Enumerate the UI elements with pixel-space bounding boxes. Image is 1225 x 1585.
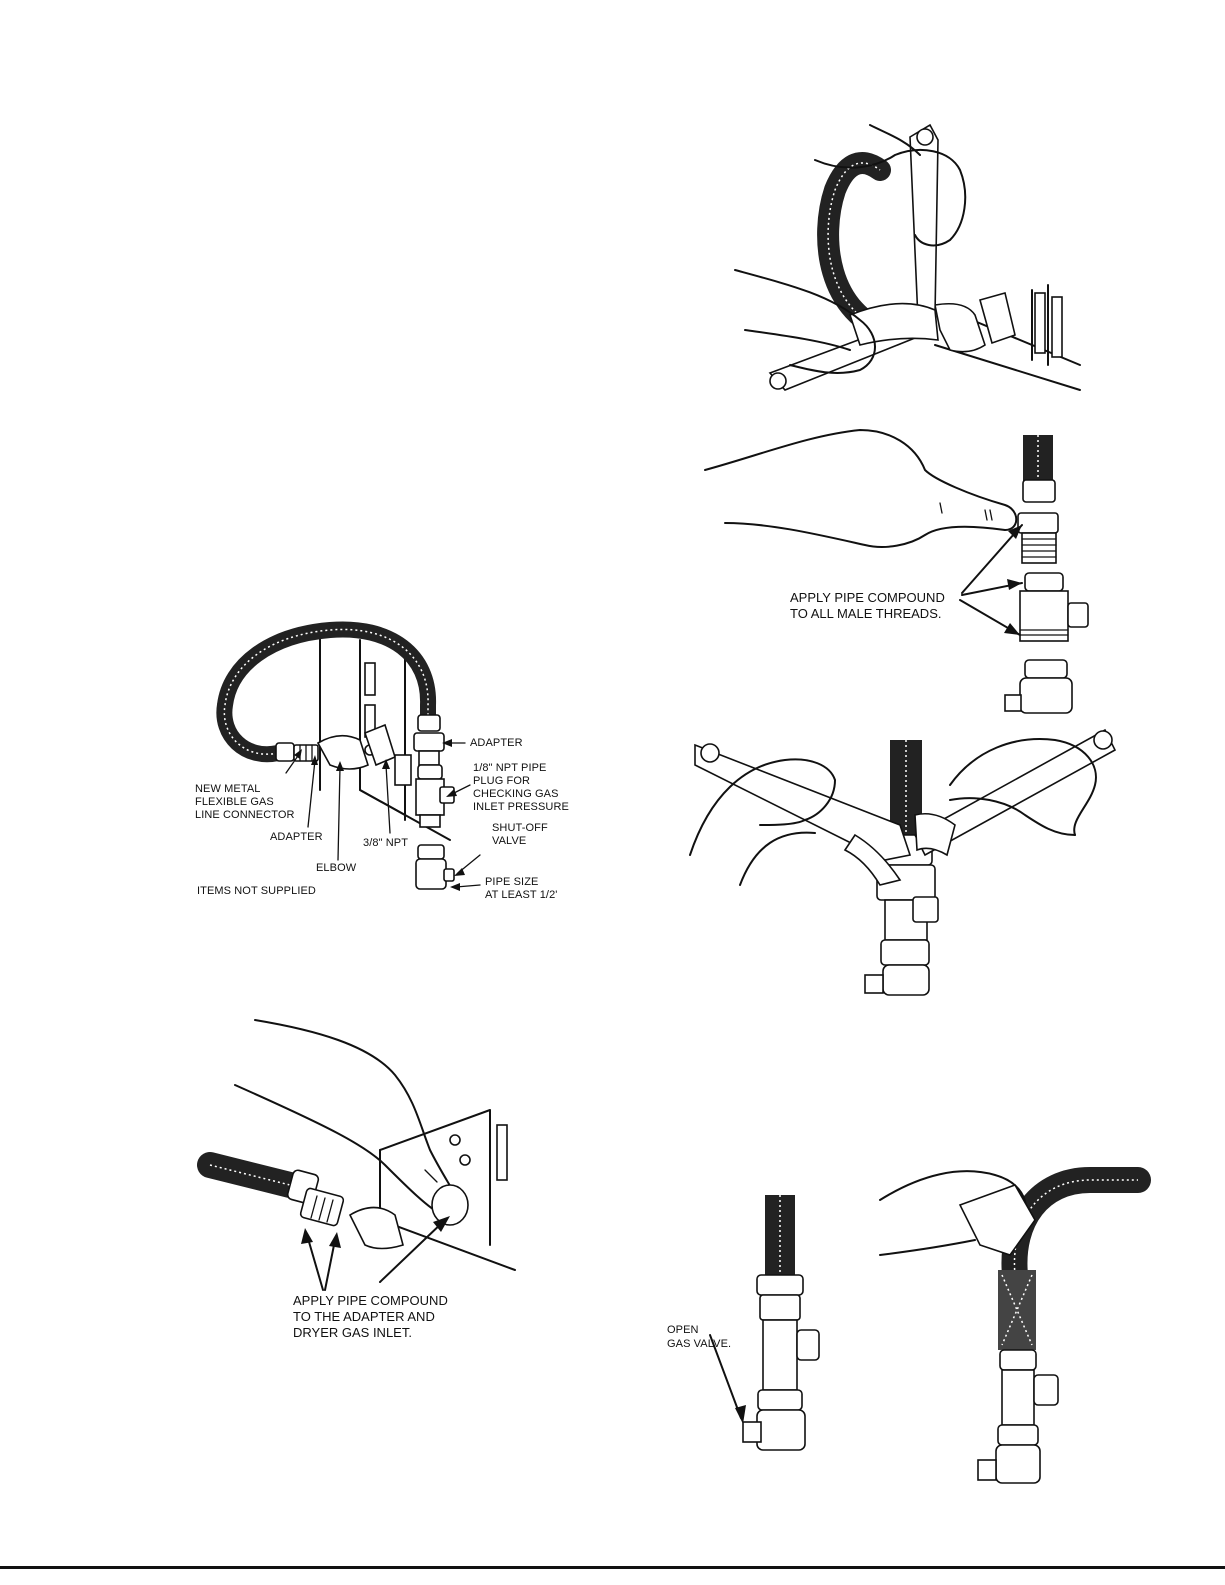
label-new-connector-3: LINE CONNECTOR <box>195 809 295 822</box>
open-valve-caption-line1: OPEN <box>667 1324 699 1337</box>
label-shutoff-2: VALVE <box>492 835 526 848</box>
figure-wrench-at-dryer <box>730 115 1090 400</box>
leak-test-drawing <box>880 1160 1150 1500</box>
label-npt: 3/8" NPT <box>363 837 408 850</box>
label-pipe-size-2: AT LEAST 1/2' <box>485 889 558 902</box>
label-elbow: ELBOW <box>316 862 356 875</box>
open-valve-caption-line2: GAS VALVE. <box>667 1338 731 1351</box>
label-new-connector-2: FLEXIBLE GAS <box>195 796 274 809</box>
compound-dryer-caption-line3: DRYER GAS INLET. <box>293 1325 412 1341</box>
figure-compound-dryer: APPLY PIPE COMPOUND TO THE ADAPTER AND D… <box>205 1020 525 1355</box>
compound-threads-caption-line1: APPLY PIPE COMPOUND <box>790 590 945 606</box>
label-pipe-plug-1: 1/8" NPT PIPE <box>473 762 546 775</box>
label-pipe-plug-3: CHECKING GAS <box>473 788 559 801</box>
compound-threads-caption-line2: TO ALL MALE THREADS. <box>790 606 941 622</box>
figure-leak-test <box>880 1160 1150 1500</box>
label-pipe-plug-4: INLET PRESSURE <box>473 801 569 814</box>
label-items-not-supplied: ITEMS NOT SUPPLIED <box>197 885 316 898</box>
figure-compound-threads: APPLY PIPE COMPOUND TO ALL MALE THREADS. <box>700 425 1090 720</box>
figure-open-valve: OPEN GAS VALVE. <box>665 1190 835 1460</box>
label-shutoff-1: SHUT-OFF <box>492 822 548 835</box>
wrench-at-dryer-drawing <box>730 115 1090 400</box>
label-pipe-plug-2: PLUG FOR <box>473 775 530 788</box>
figure-two-wrenches <box>685 725 1120 1010</box>
page-bottom-rule <box>0 1566 1225 1569</box>
figure-connector-overview: ADAPTER 1/8" NPT PIPE PLUG FOR CHECKING … <box>190 615 570 910</box>
label-new-connector-1: NEW METAL <box>195 783 260 796</box>
label-adapter-top: ADAPTER <box>470 737 523 750</box>
compound-threads-drawing <box>700 425 1090 720</box>
compound-dryer-caption-line2: TO THE ADAPTER AND <box>293 1309 435 1325</box>
label-adapter-left: ADAPTER <box>270 831 323 844</box>
compound-dryer-caption-line1: APPLY PIPE COMPOUND <box>293 1293 448 1309</box>
label-pipe-size-1: PIPE SIZE <box>485 876 538 889</box>
two-wrenches-drawing <box>685 725 1120 1010</box>
